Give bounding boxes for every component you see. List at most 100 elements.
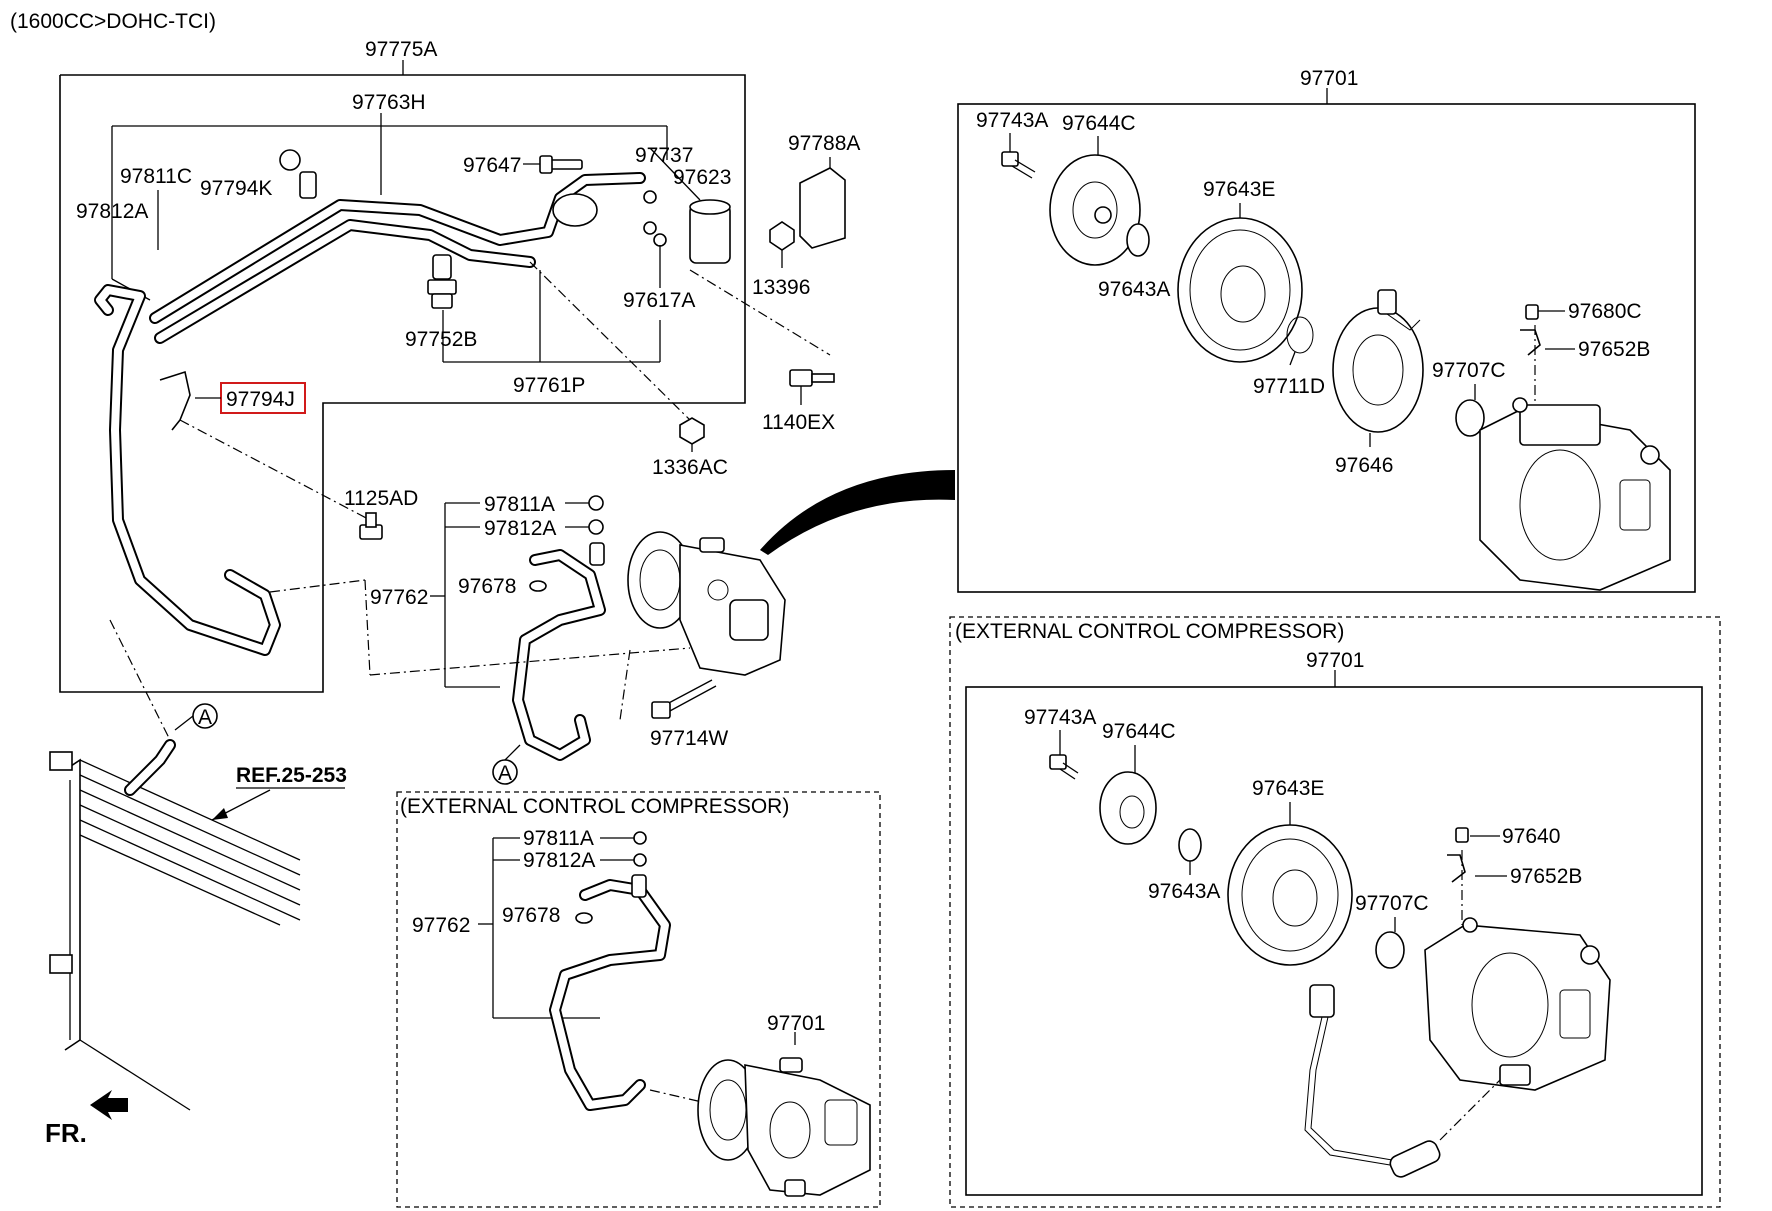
shim-97643A-top[interactable] — [1126, 223, 1150, 257]
callout-97775A[interactable]: 97775A — [365, 38, 437, 61]
hub-97644C-ext[interactable] — [1099, 771, 1157, 845]
muffler-part[interactable] — [552, 193, 598, 227]
bolt-97743A-ext[interactable] — [1049, 754, 1079, 780]
compressor-main[interactable] — [627, 531, 786, 676]
callout-97752B[interactable]: 97752B — [405, 328, 477, 351]
bolt-97743A-top[interactable] — [1001, 151, 1036, 179]
pulley-97643E-ext[interactable] — [1227, 824, 1353, 966]
detail-top-97743A[interactable]: 97743A — [976, 109, 1048, 132]
ext-right-title: (EXTERNAL CONTROL COMPRESSOR) — [955, 620, 1344, 643]
ext-left-frame — [396, 791, 881, 1208]
ext-right-97743A[interactable]: 97743A — [1024, 706, 1096, 729]
detail-top-97646[interactable]: 97646 — [1335, 454, 1393, 477]
compressor-body-ext[interactable] — [1424, 917, 1611, 1091]
condenser-bracket-top — [49, 751, 73, 771]
ext-compressor-right: (EXTERNAL CONTROL COMPRESSOR) 97701 9774… — [949, 616, 1721, 1208]
screw-97640[interactable] — [1455, 827, 1469, 843]
ext-left-97762[interactable]: 97762 — [412, 914, 470, 937]
bracket-97652B-ext[interactable] — [1447, 854, 1466, 883]
nut-1336AC[interactable] — [679, 417, 705, 445]
callout-97794K[interactable]: 97794K — [200, 177, 272, 200]
detail-top-97644C[interactable]: 97644C — [1062, 112, 1136, 135]
detail-top-97711D[interactable]: 97711D — [1253, 375, 1325, 398]
detail-top-97680C[interactable]: 97680C — [1568, 300, 1642, 323]
compressor-body-top[interactable] — [1479, 397, 1671, 591]
ref-label[interactable]: REF.25-253 — [236, 764, 347, 787]
callout-97714W[interactable]: 97714W — [650, 727, 728, 750]
callout-97812A-b[interactable]: 97812A — [484, 517, 556, 540]
callout-97788A[interactable]: 97788A — [788, 132, 860, 155]
callout-97647[interactable]: 97647 — [463, 154, 521, 177]
front-label: FR. — [45, 1118, 87, 1148]
callout-97794J[interactable]: 97794J — [226, 388, 295, 411]
callout-97623[interactable]: 97623 — [673, 166, 731, 189]
ext-left-97812A[interactable]: 97812A — [523, 849, 595, 872]
marker-a-1-label: A — [198, 706, 212, 729]
detail-top-97643E[interactable]: 97643E — [1203, 178, 1275, 201]
callout-97812A[interactable]: 97812A — [76, 200, 148, 223]
callout-97811C[interactable]: 97811C — [120, 165, 192, 188]
hose-assembly-frame — [59, 74, 746, 693]
bracket-97794J[interactable] — [159, 370, 191, 431]
ext-right-97643A[interactable]: 97643A — [1148, 880, 1220, 903]
condenser-group: REF.25-253 FR. — [45, 739, 347, 1148]
ext-right-97643E[interactable]: 97643E — [1252, 777, 1324, 800]
control-valve-wire[interactable] — [1304, 984, 1501, 1180]
marker-a-2-label: A — [498, 762, 512, 785]
bolt-1140EX[interactable] — [789, 369, 835, 387]
callout-97617A[interactable]: 97617A — [623, 289, 695, 312]
condenser-bracket-bottom — [49, 954, 73, 974]
callout-97811A[interactable]: 97811A — [484, 493, 555, 516]
hub-97644C-top[interactable] — [1049, 154, 1141, 266]
callout-97763H[interactable]: 97763H — [352, 91, 426, 114]
ext-left-97701[interactable]: 97701 — [767, 1012, 825, 1035]
ext-right-frame — [949, 616, 1721, 1208]
ext-left-title: (EXTERNAL CONTROL COMPRESSOR) — [400, 795, 789, 818]
callout-97762[interactable]: 97762 — [370, 586, 428, 609]
callout-1125AD[interactable]: 1125AD — [344, 487, 418, 510]
compressor-ext-left[interactable] — [697, 1057, 871, 1197]
hose-assembly-group: 97775A 97763H 97811C 97794K 97812A 97647… — [59, 38, 746, 693]
ext-right-97640[interactable]: 97640 — [1502, 825, 1560, 848]
bracket-97788A[interactable] — [799, 167, 846, 249]
bracket-97652B-top[interactable] — [1520, 329, 1541, 356]
receiver-bracket-group: 97788A 13396 1140EX 1336AC — [529, 132, 860, 479]
ext-compressor-left: (EXTERNAL CONTROL COMPRESSOR) 97811A 978… — [396, 791, 881, 1208]
ext-right-inner-frame — [965, 686, 1703, 1196]
ext-right-97707C[interactable]: 97707C — [1355, 892, 1429, 915]
ext-right-97701[interactable]: 97701 — [1306, 649, 1364, 672]
callout-1140EX[interactable]: 1140EX — [762, 411, 835, 434]
ext-right-97644C[interactable]: 97644C — [1102, 720, 1176, 743]
engine-code-label: (1600CC>DOHC-TCI) — [10, 10, 216, 33]
callout-13396[interactable]: 13396 — [752, 276, 810, 299]
nut-13396[interactable] — [769, 221, 795, 251]
ext-left-97811A[interactable]: 97811A — [523, 827, 594, 850]
pressure-switch-97752B[interactable] — [427, 254, 457, 309]
detail-top-97701[interactable]: 97701 — [1300, 67, 1358, 90]
bolt-1125AD[interactable] — [359, 512, 383, 540]
pulley-97643E-top[interactable] — [1177, 217, 1303, 363]
snap-ring-97711D[interactable] — [1286, 316, 1314, 354]
callout-97678[interactable]: 97678 — [458, 575, 516, 598]
compressor-detail-top: 97701 97743A 97644C 97643A 97643E 97711D — [957, 67, 1696, 593]
front-arrow-icon — [90, 1090, 128, 1120]
shim-97643A-ext[interactable] — [1178, 828, 1202, 862]
ext-left-97678[interactable]: 97678 — [502, 904, 560, 927]
callout-97761P[interactable]: 97761P — [513, 374, 585, 397]
callout-97737[interactable]: 97737 — [635, 144, 693, 167]
screw-97680C[interactable] — [1525, 304, 1539, 320]
seal-97707C-ext[interactable] — [1375, 931, 1405, 969]
bolt-97714W[interactable] — [651, 679, 717, 719]
seal-97707C-top[interactable] — [1455, 399, 1485, 437]
detail-top-97707C[interactable]: 97707C — [1432, 359, 1506, 382]
discharge-hose-group: 97811A 97812A 97762 97678 — [109, 470, 955, 785]
detail-top-97652B[interactable]: 97652B — [1578, 338, 1650, 361]
detail-pointer — [760, 470, 955, 555]
detail-top-97643A[interactable]: 97643A — [1098, 278, 1170, 301]
bolt-97647[interactable] — [539, 155, 583, 174]
callout-1336AC[interactable]: 1336AC — [652, 456, 728, 479]
coil-97646[interactable] — [1332, 289, 1424, 433]
ext-right-97652B[interactable]: 97652B — [1510, 865, 1582, 888]
